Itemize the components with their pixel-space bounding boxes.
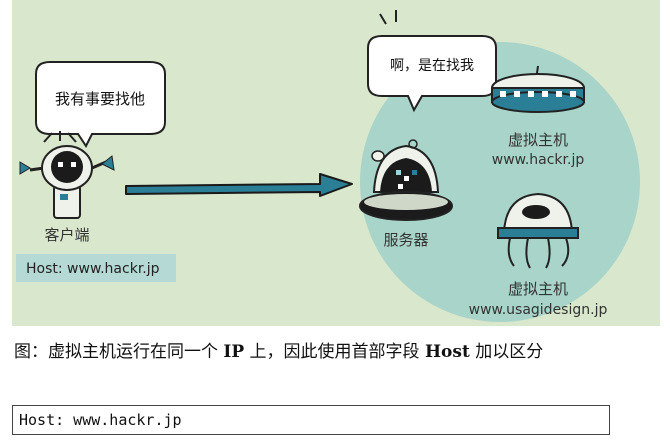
server-bubble-text: 啊，是在找我 bbox=[390, 58, 474, 74]
client-speech-bubble: 我有事要找他 bbox=[35, 61, 166, 148]
server-cluster-circle bbox=[360, 42, 640, 322]
code-box: Host: www.hackr.jp bbox=[12, 405, 610, 435]
request-arrow bbox=[125, 173, 353, 197]
caption-suffix: 加以区分 bbox=[469, 342, 544, 362]
host-header-bar bbox=[16, 254, 176, 282]
host-header-text: Host: www.hackr.jp bbox=[26, 261, 160, 277]
caption-ip: IP bbox=[223, 342, 245, 362]
caption-prefix: 图：虚拟主机运行在同一个 bbox=[14, 342, 224, 362]
figure-caption: 图：虚拟主机运行在同一个 IP 上，因此使用首部字段 Host 加以区分 bbox=[14, 341, 614, 364]
caption-host: Host bbox=[424, 342, 470, 362]
client-bubble-text: 我有事要找他 bbox=[55, 90, 145, 108]
virtual-host-1-domain: www.hackr.jp bbox=[492, 152, 585, 168]
virtual-host-1-label: 虚拟主机 bbox=[508, 131, 568, 149]
client-label: 客户端 bbox=[44, 226, 89, 244]
caption-middle: 上，因此使用首部字段 bbox=[244, 342, 425, 362]
server-label: 服务器 bbox=[383, 231, 428, 249]
virtual-host-2-label: 虚拟主机 bbox=[508, 280, 568, 298]
client-robot-icon bbox=[19, 131, 115, 219]
virtual-host-2-domain: www.usagidesign.jp bbox=[469, 302, 608, 318]
server-robot-icon bbox=[359, 139, 453, 221]
jellyfish-host-icon bbox=[497, 192, 579, 269]
saucer-host-icon bbox=[491, 65, 585, 113]
